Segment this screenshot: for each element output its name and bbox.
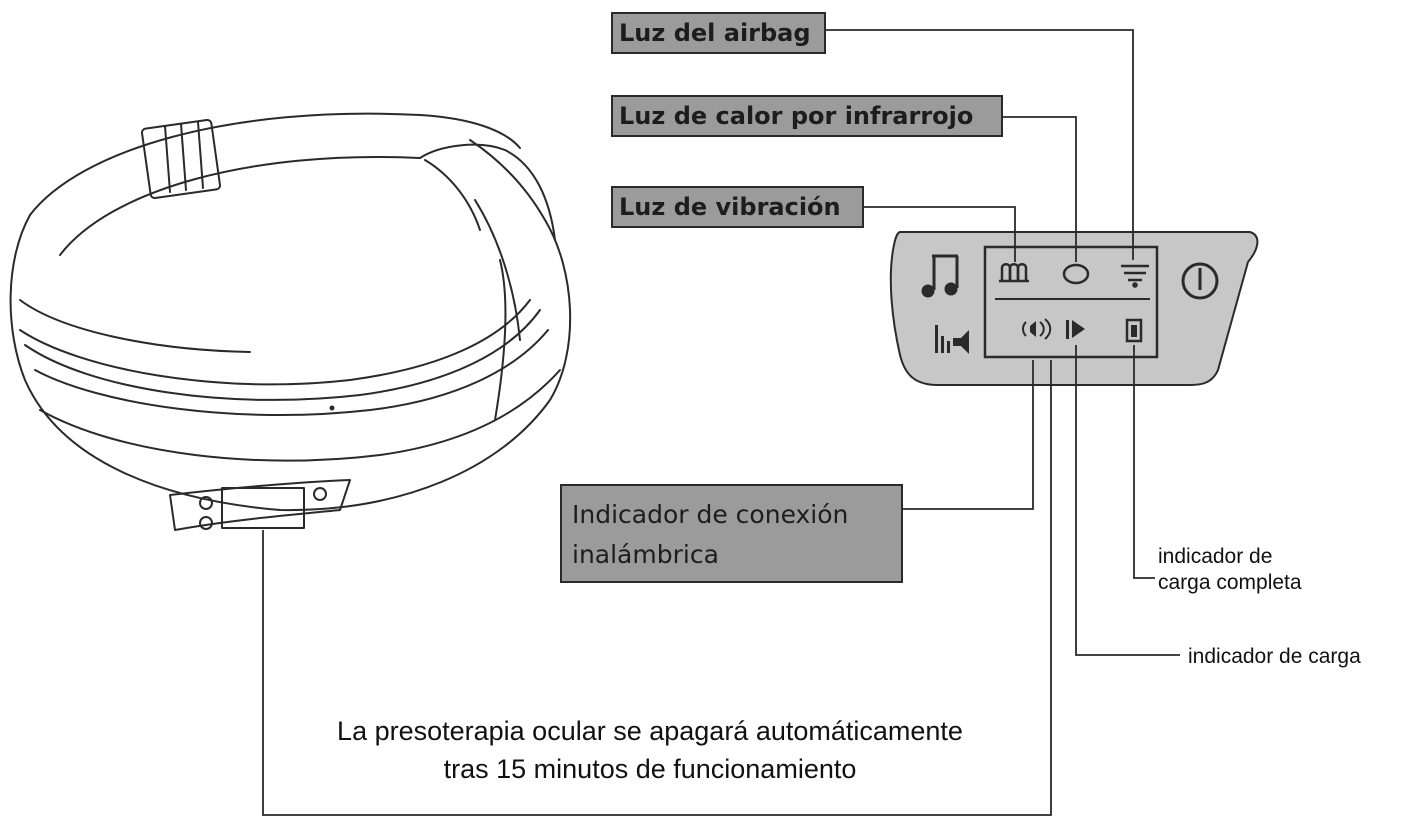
infrared-heat-light-label: Luz de calor por infrarrojo <box>611 95 1003 137</box>
charging-indicator-label: indicador de carga <box>1188 645 1361 668</box>
charging-icon <box>1066 320 1085 339</box>
auto-shutoff-caption: La presoterapia ocular se apagará automá… <box>200 712 1100 788</box>
wireless-icon <box>1022 318 1052 340</box>
airbag-light-label: Luz del airbag <box>611 12 826 54</box>
vibration-light-label: Luz de vibración <box>611 186 864 228</box>
wireless-label-line-1: Indicador de conexión <box>572 500 849 529</box>
control-panel <box>889 231 1259 386</box>
infrared-circle-icon <box>1062 263 1090 285</box>
full-charge-label-line-1: indicador de <box>1158 545 1273 568</box>
full-charge-indicator-label: indicador de carga completa <box>1158 544 1302 596</box>
sound-bars-icon <box>935 325 969 354</box>
wireless-connection-indicator-label: Indicador de conexión inalámbrica <box>560 484 903 583</box>
airbag-wifi-icon <box>1121 264 1149 288</box>
leader-lines <box>262 29 1180 816</box>
eye-massager-illustration <box>9 112 572 531</box>
caption-line-1: La presoterapia ocular se apagará automá… <box>337 716 963 746</box>
music-note-icon <box>921 254 959 298</box>
wireless-label-line-2: inalámbrica <box>572 540 719 569</box>
full-charge-label-line-2: carga completa <box>1158 571 1302 594</box>
power-icon[interactable] <box>1181 262 1219 300</box>
caption-line-2: tras 15 minutos de funcionamiento <box>443 754 857 784</box>
battery-icon <box>1125 318 1143 343</box>
vibration-icon <box>999 263 1029 283</box>
